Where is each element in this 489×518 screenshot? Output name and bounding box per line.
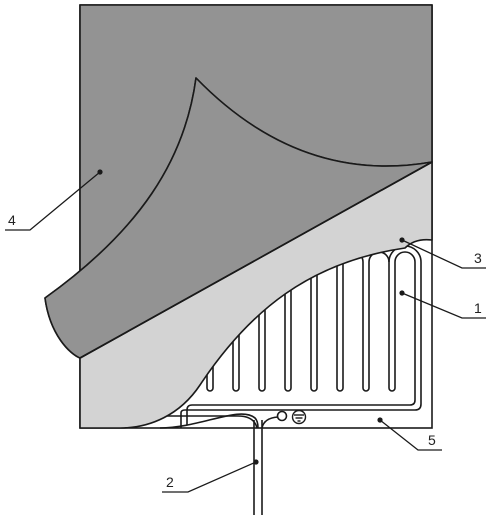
callout-label-3: 3 [474, 250, 482, 266]
callout-label-2: 2 [166, 474, 174, 490]
callout-leaders [5, 171, 486, 493]
ground-terminal [276, 410, 288, 422]
intermediate-layer [79, 161, 433, 429]
power-cable [253, 420, 263, 515]
callout-label-4: 4 [8, 212, 16, 228]
cover-sheet-flap [44, 77, 433, 359]
callout-label-5: 5 [428, 432, 436, 448]
earth-ground-symbol-icon [291, 409, 307, 425]
callout-label-1: 1 [474, 300, 482, 316]
layer-boundary [79, 161, 433, 359]
